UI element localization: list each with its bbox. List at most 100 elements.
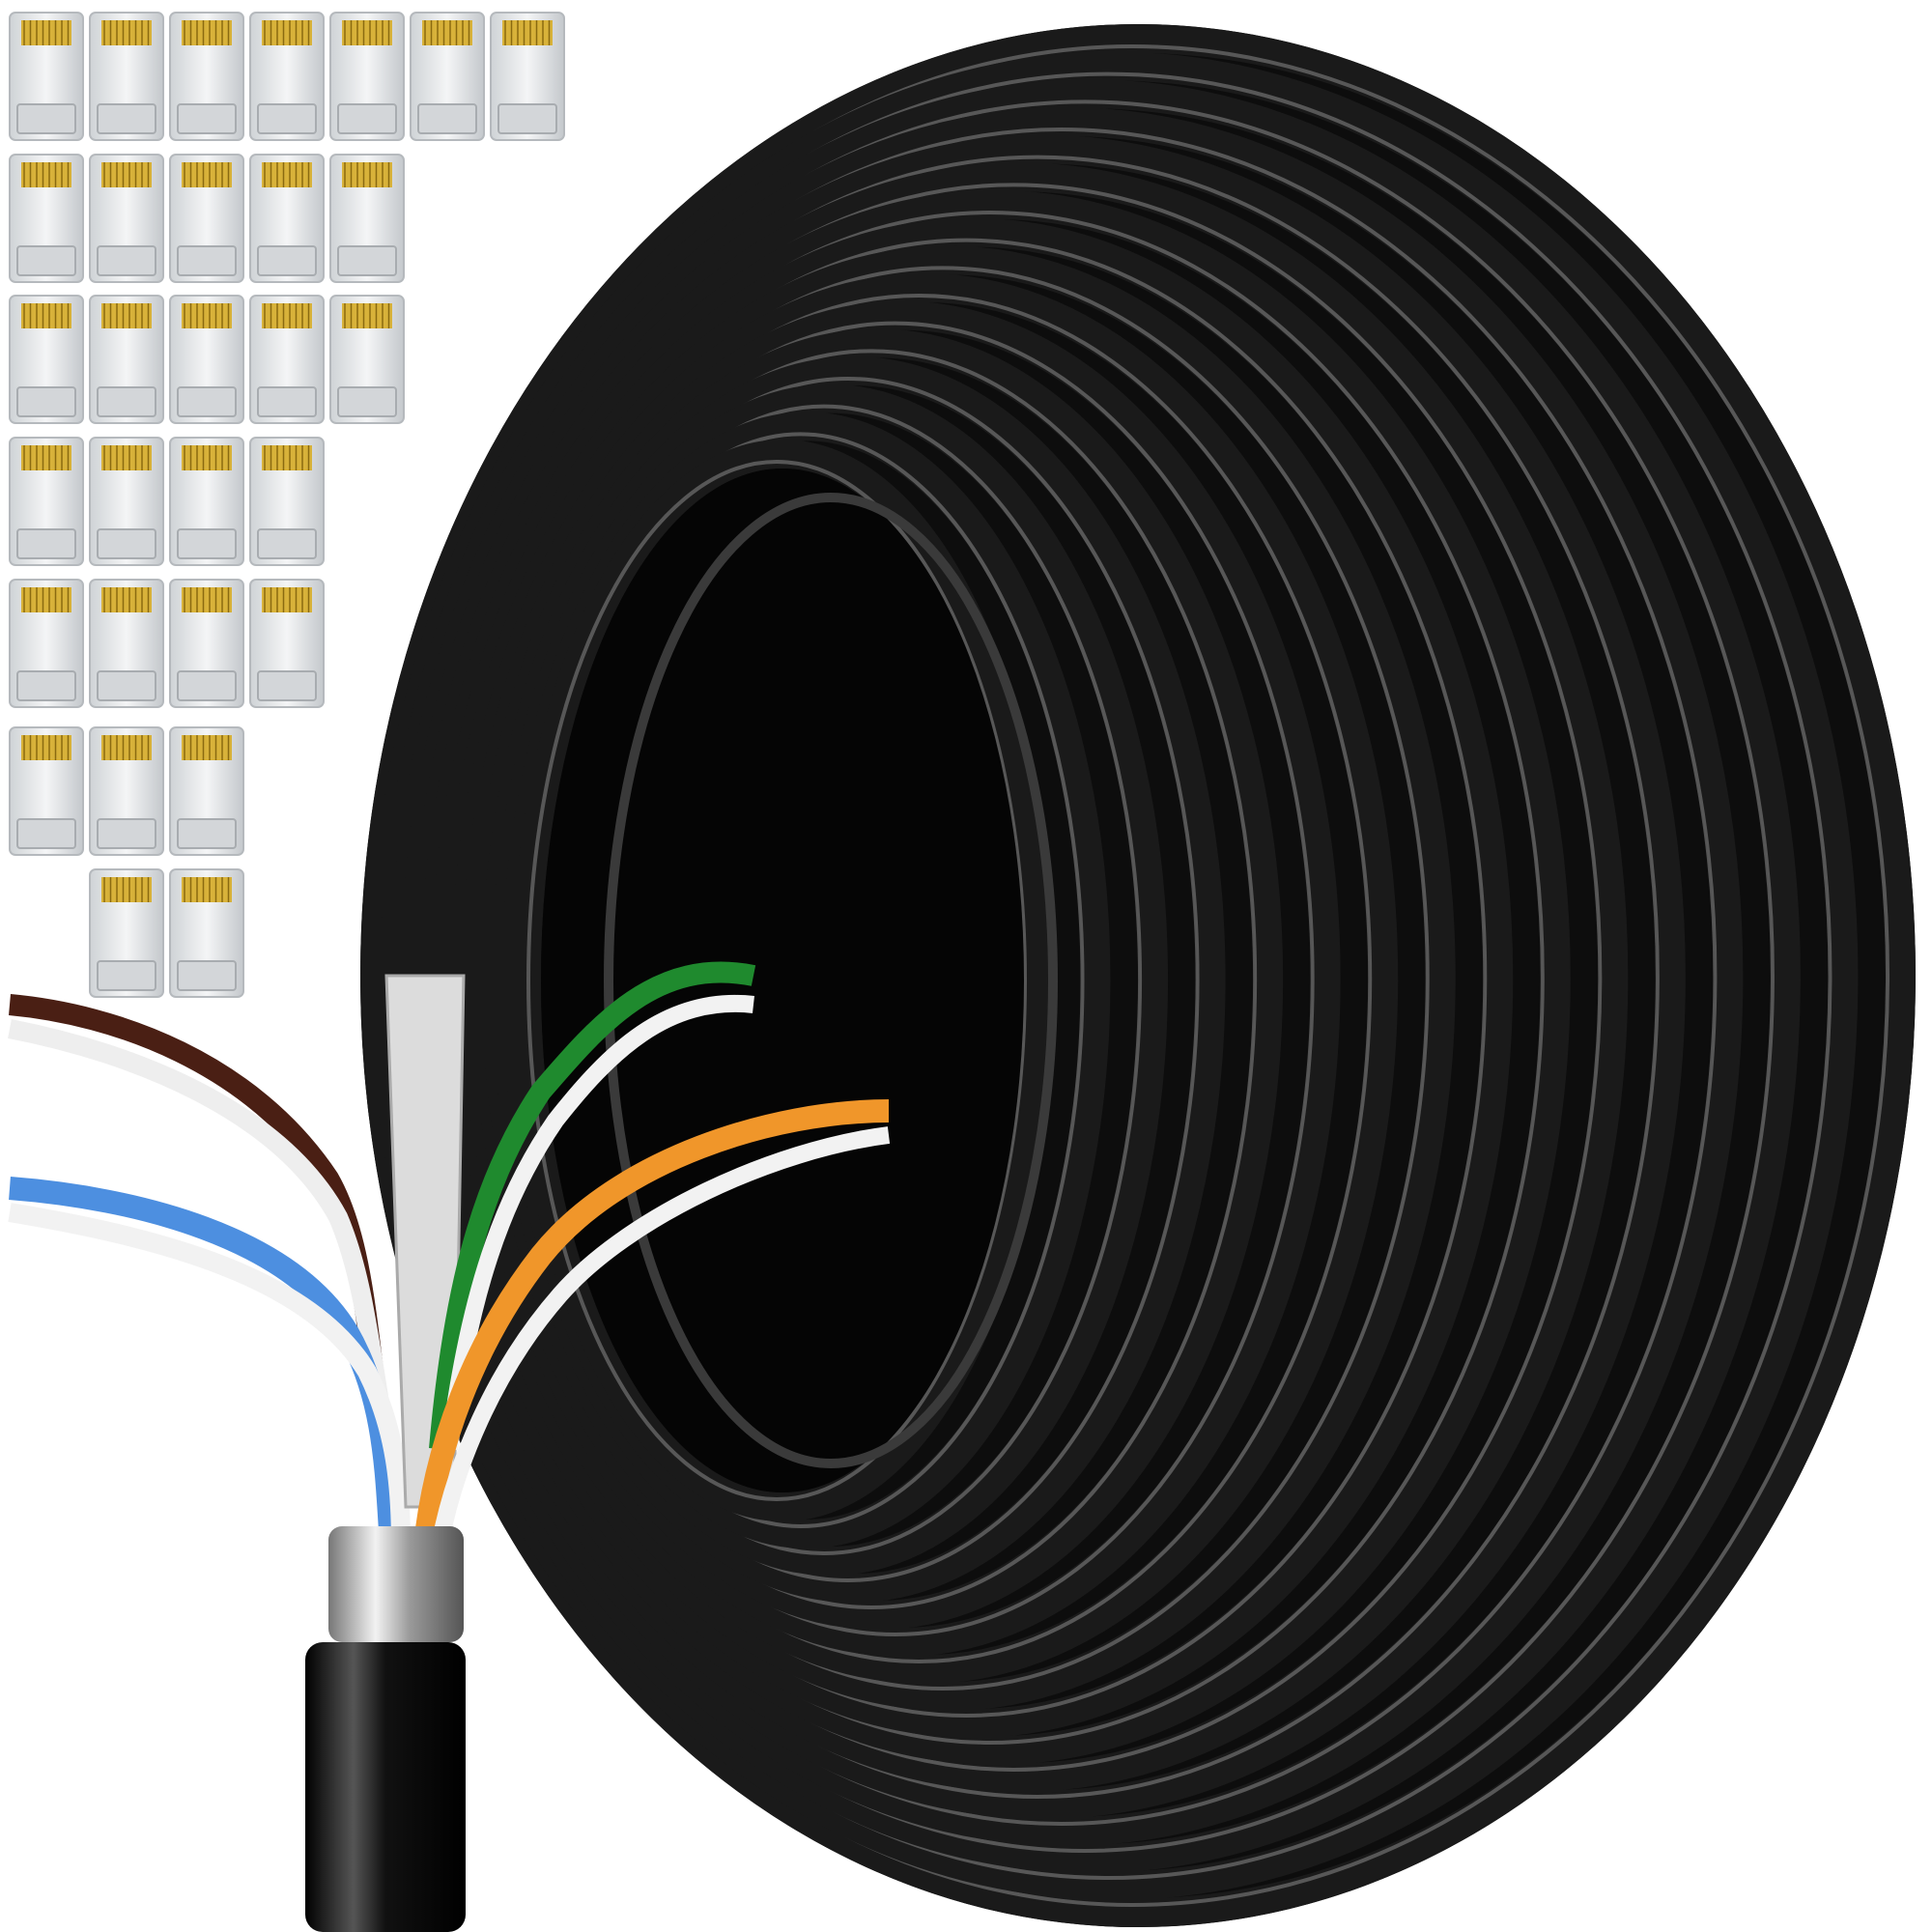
wire-orange	[413, 1099, 890, 1548]
connector-pins	[21, 735, 71, 760]
rj45-connector-group	[9, 12, 565, 998]
connector-pins	[342, 162, 392, 187]
connector-pins	[101, 162, 152, 187]
rj45-connector	[169, 726, 244, 856]
connector-latch	[97, 103, 156, 134]
wire-orange-white	[431, 1126, 891, 1548]
connector-latch	[417, 103, 477, 134]
connector-pins	[182, 877, 232, 902]
connector-latch	[177, 960, 237, 991]
rj45-connector	[9, 295, 84, 424]
connector-latch	[97, 818, 156, 849]
connector-latch	[257, 386, 317, 417]
connector-pins	[502, 20, 553, 45]
rj45-connector	[249, 437, 325, 566]
coil-center-hole	[541, 469, 1024, 1492]
rj45-connector	[169, 154, 244, 283]
cable-jacket	[305, 1642, 466, 1932]
connector-pins	[101, 303, 152, 328]
connector-pins	[262, 587, 312, 612]
connector-latch	[97, 528, 156, 559]
rj45-connector	[329, 295, 405, 424]
connector-latch	[97, 960, 156, 991]
connector-latch	[16, 386, 76, 417]
rj45-connector	[89, 579, 164, 708]
rj45-connector	[9, 726, 84, 856]
connector-latch	[497, 103, 557, 134]
rj45-connector	[9, 12, 84, 141]
connector-pins	[21, 162, 71, 187]
rj45-connector	[89, 868, 164, 998]
rj45-connector	[410, 12, 485, 141]
wire-blue-white	[8, 1203, 411, 1547]
rj45-connector	[89, 154, 164, 283]
connector-latch	[257, 103, 317, 134]
connector-pins	[182, 303, 232, 328]
cable-coil	[360, 24, 1916, 1927]
connector-latch	[16, 528, 76, 559]
wire-green	[429, 961, 756, 1450]
connector-pins	[342, 20, 392, 45]
rj45-connector	[169, 579, 244, 708]
connector-latch	[177, 818, 237, 849]
connector-pins	[262, 303, 312, 328]
rj45-connector	[169, 868, 244, 998]
rj45-connector	[329, 12, 405, 141]
connector-pins	[21, 303, 71, 328]
foil-shield	[328, 1526, 464, 1642]
connector-latch	[16, 245, 76, 276]
rj45-connector	[169, 437, 244, 566]
connector-latch	[337, 245, 397, 276]
connector-latch	[97, 245, 156, 276]
connector-pins	[101, 20, 152, 45]
connector-latch	[177, 670, 237, 701]
connector-pins	[21, 445, 71, 470]
connector-pins	[21, 20, 71, 45]
rj45-connector	[89, 437, 164, 566]
connector-latch	[97, 386, 156, 417]
connector-pins	[262, 445, 312, 470]
rj45-connector	[169, 12, 244, 141]
connector-latch	[177, 245, 237, 276]
connector-pins	[182, 445, 232, 470]
rj45-connector	[249, 579, 325, 708]
rj45-connector	[89, 726, 164, 856]
connector-latch	[97, 670, 156, 701]
connector-pins	[262, 20, 312, 45]
coil-inner-wall	[604, 493, 1058, 1468]
rj45-connector	[249, 295, 325, 424]
connector-pins	[21, 587, 71, 612]
rj45-connector	[9, 154, 84, 283]
connector-latch	[337, 386, 397, 417]
connector-latch	[337, 103, 397, 134]
wire-blue	[9, 1177, 403, 1547]
rj45-connector	[9, 579, 84, 708]
connector-pins	[182, 20, 232, 45]
coil-ring-highlight	[526, 460, 1027, 1501]
connector-pins	[101, 587, 152, 612]
connector-pins	[342, 303, 392, 328]
rj45-connector	[169, 295, 244, 424]
connector-pins	[422, 20, 472, 45]
connector-latch	[257, 245, 317, 276]
connector-pins	[182, 735, 232, 760]
rj45-connector	[89, 12, 164, 141]
connector-pins	[101, 877, 152, 902]
connector-pins	[101, 445, 152, 470]
connector-latch	[177, 528, 237, 559]
rj45-connector	[89, 295, 164, 424]
connector-latch	[16, 818, 76, 849]
rj45-connector	[249, 12, 325, 141]
connector-latch	[257, 528, 317, 559]
connector-pins	[182, 587, 232, 612]
stripped-cable-end	[8, 961, 891, 1932]
connector-latch	[16, 103, 76, 134]
connector-pins	[182, 162, 232, 187]
rj45-connector	[249, 154, 325, 283]
connector-latch	[16, 670, 76, 701]
rj45-connector	[9, 437, 84, 566]
connector-latch	[177, 386, 237, 417]
connector-pins	[262, 162, 312, 187]
connector-latch	[177, 103, 237, 134]
